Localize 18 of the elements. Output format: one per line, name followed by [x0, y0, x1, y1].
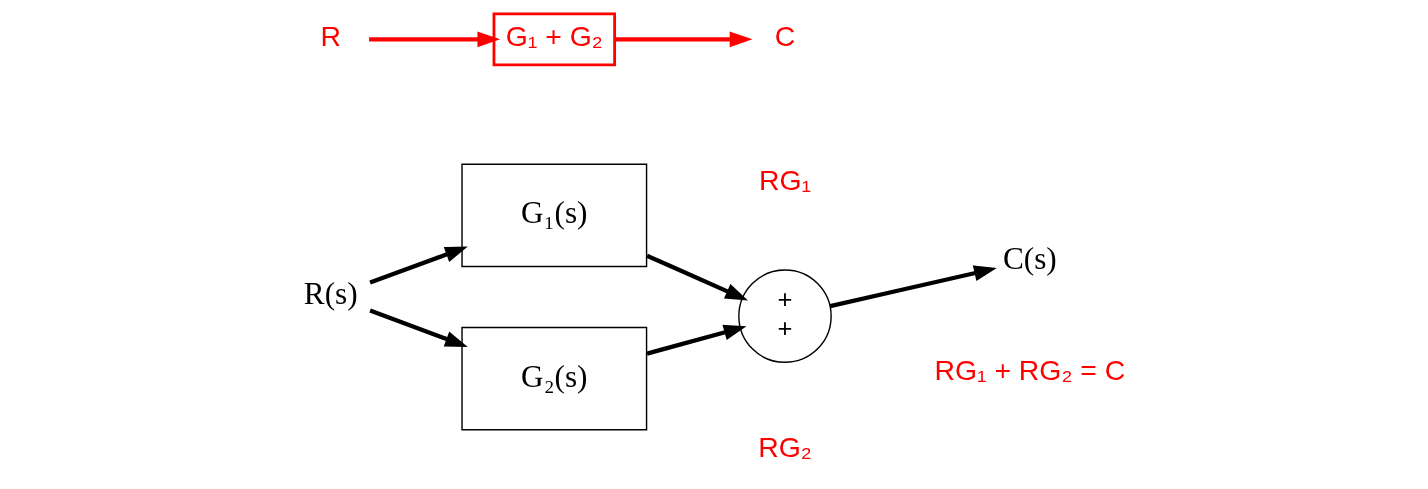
- arrow: [615, 31, 753, 48]
- label: RG₂: [758, 430, 812, 463]
- node-box: G₂(s): [461, 326, 648, 431]
- node-text: R(s): [303, 276, 358, 312]
- label: RG₁: [758, 163, 812, 196]
- node-text: C(s): [1002, 240, 1057, 276]
- arrow: [829, 265, 997, 309]
- arrow: [369, 31, 501, 48]
- node-text: R: [320, 20, 341, 53]
- arrow: [369, 246, 468, 285]
- node-text: C: [774, 20, 796, 53]
- arrow: [646, 324, 747, 356]
- label: RG₁ + RG₂ = C: [934, 354, 1126, 387]
- node-box: G₁(s): [461, 163, 648, 268]
- node-box: G₁ + G₂: [492, 12, 617, 67]
- arrow: [369, 308, 468, 347]
- node-circle: + +: [738, 269, 832, 364]
- arrow: [646, 253, 748, 301]
